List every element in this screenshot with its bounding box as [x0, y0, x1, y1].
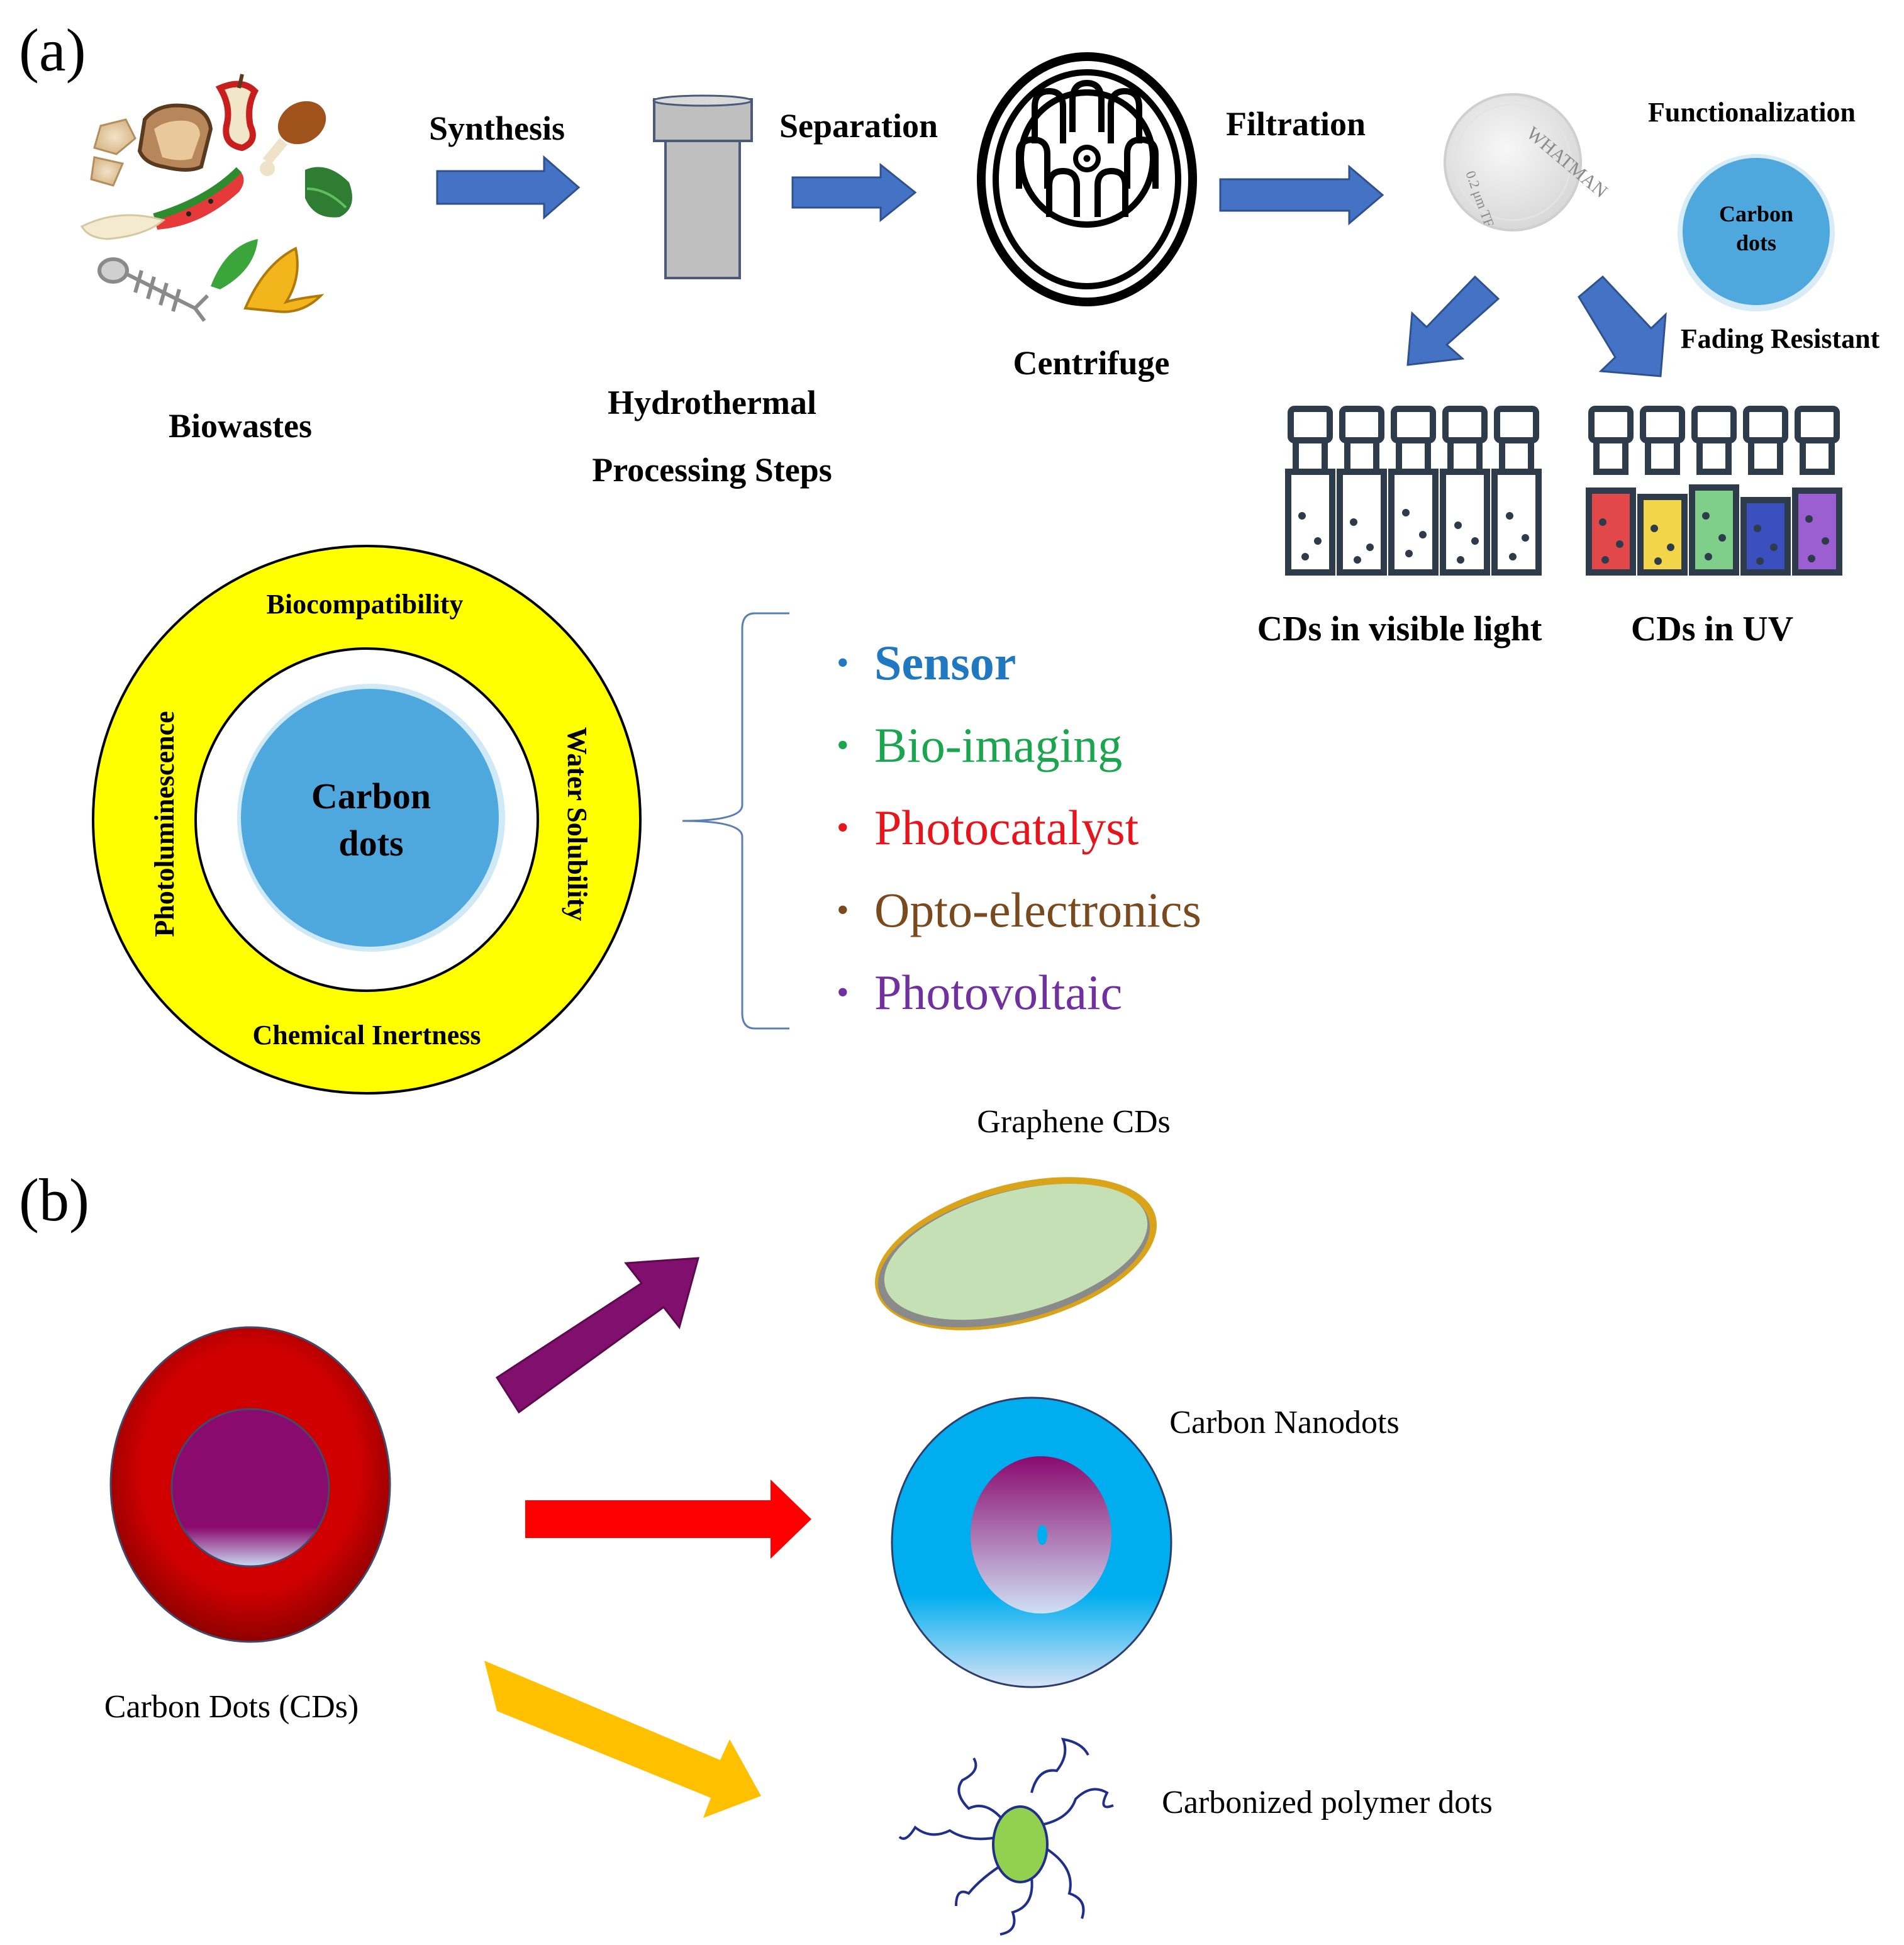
vials-visible-light-icon: [1285, 406, 1542, 576]
small-cd-label-line2: dots: [1736, 230, 1776, 255]
carbon-nanodot-icon: [891, 1396, 1172, 1688]
application-bullet: •: [837, 644, 849, 683]
banana-peel-icon: [80, 214, 166, 240]
application-item-photovoltaic: Photovoltaic: [874, 965, 1122, 1020]
panel-a-label: (a): [19, 16, 86, 84]
bread-icon: [137, 103, 213, 172]
synthesis-arrow: [436, 155, 581, 220]
watermelon-rind-icon: [153, 167, 244, 230]
center-cd-label-line2: dots: [338, 823, 403, 864]
small-cd-label-line1: Carbon: [1719, 201, 1793, 226]
nanodots-label: Carbon Nanodots: [1169, 1405, 1399, 1441]
graphene-label: Graphene CDs: [977, 1104, 1171, 1140]
arrow-to-visible: [1406, 275, 1500, 366]
functionalization-label: Functionalization: [1648, 97, 1856, 128]
fading-resistant-label: Fading Resistant: [1681, 323, 1880, 354]
arrow-to-nanodots: [525, 1480, 811, 1559]
center-cd-label-line1: Carbon: [311, 776, 431, 816]
functionalized-carbon-dot: Carbon dots: [1678, 154, 1835, 311]
ring-top-label: Biocompatibility: [267, 589, 464, 620]
polymer-dot-icon: [898, 1737, 1114, 1936]
graphene-cd-icon: [875, 1177, 1157, 1330]
banana-icon: [243, 247, 325, 313]
hydrothermal-vessel-icon: [652, 94, 753, 279]
panel-b-label: (b): [19, 1166, 89, 1234]
centrifuge-label: Centrifuge: [1013, 344, 1170, 382]
arrow-to-graphene: [495, 1257, 700, 1414]
synthesis-label: Synthesis: [429, 109, 565, 147]
syringe-filter-icon: WHATMAN 0.2 μm TF: [1444, 93, 1612, 231]
eggshell-icon: [90, 118, 136, 187]
ring-left-label: Photoluminescence: [149, 711, 180, 937]
applications-brace: [682, 612, 789, 1030]
ring-right-label: Water Solubility: [562, 727, 593, 921]
application-item-bio-imaging: Bio-imaging: [874, 718, 1122, 772]
biowastes-label: Biowastes: [169, 407, 312, 445]
applications-list: • Sensor • Bio-imaging • Photocatalyst • Opto-e…: [837, 635, 1201, 1020]
ring-bottom-label: Chemical Inertness: [253, 1020, 481, 1051]
separation-label: Separation: [779, 107, 938, 145]
uv-label: CDs in UV: [1631, 610, 1793, 649]
source-cd-label: Carbon Dots (CDs): [104, 1689, 359, 1725]
drumstick-icon: [260, 101, 326, 176]
hydrothermal-label-line1: Hydrothermal: [608, 384, 816, 421]
carbon-dot-ring: [109, 1326, 391, 1643]
filtration-arrow: [1219, 164, 1384, 226]
application-bullet: •: [837, 808, 849, 847]
leaf-icon: [211, 239, 258, 289]
application-bullet: •: [837, 726, 849, 765]
fishbone-icon: [97, 257, 209, 322]
polymer-label: Carbonized polymer dots: [1162, 1785, 1493, 1820]
arrow-to-polymer: [484, 1661, 761, 1818]
spinach-leaf-icon: [305, 167, 352, 218]
application-bullet: •: [837, 891, 849, 930]
centrifuge-icon: [977, 52, 1197, 306]
application-item-photocatalyst: Photocatalyst: [874, 800, 1139, 855]
hydrothermal-label-line2: Processing Steps: [592, 451, 832, 489]
arrow-to-uv: [1578, 275, 1667, 377]
properties-ring: Biocompatibility Chemical Inertness Phot…: [92, 545, 642, 1095]
biowastes-illustration: [80, 74, 352, 322]
application-item-sensor: Sensor: [874, 635, 1016, 690]
vials-uv-icon: [1586, 406, 1842, 576]
visible-light-label: CDs in visible light: [1257, 610, 1542, 649]
separation-arrow: [791, 162, 917, 223]
application-item-opto-electronics: Opto-electronics: [874, 883, 1201, 937]
filtration-label: Filtration: [1226, 105, 1366, 143]
apple-core-icon: [215, 74, 259, 152]
application-bullet: •: [837, 973, 849, 1012]
